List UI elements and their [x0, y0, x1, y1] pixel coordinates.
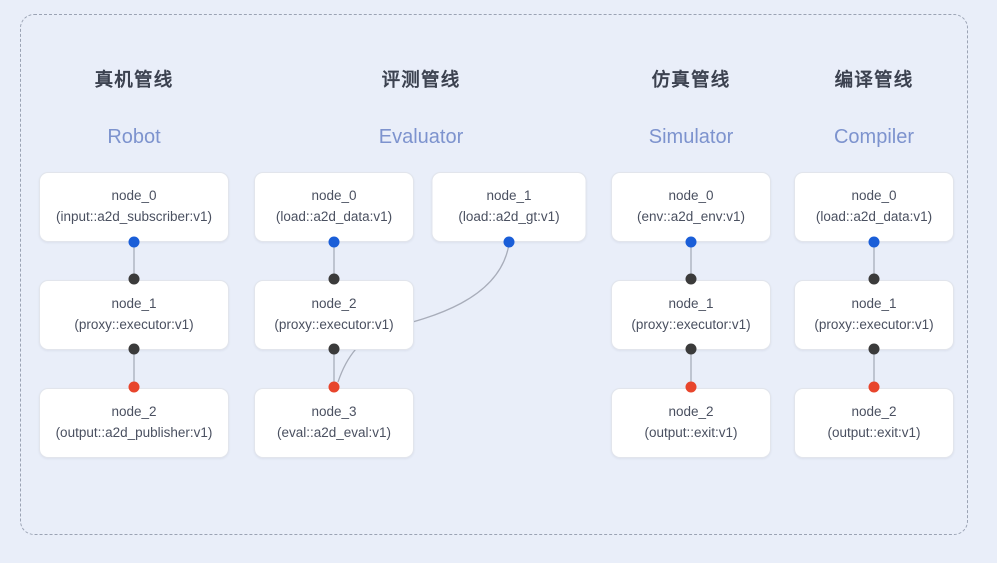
node-id-label: node_0 [668, 188, 714, 204]
node-kind-label: (output::exit:v1) [644, 425, 738, 440]
node-box-simulator-node_2[interactable]: node_2(output::exit:v1) [611, 388, 771, 458]
port-in-black-dot[interactable] [685, 273, 697, 285]
port-out-blue-dot[interactable] [328, 236, 340, 248]
node-id-label: node_0 [111, 188, 157, 204]
port-out-black-dot[interactable] [685, 343, 697, 355]
node-id-label: node_2 [111, 404, 157, 420]
node-box-evaluator-node_0[interactable]: node_0(load::a2d_data:v1) [254, 172, 414, 242]
node-box-evaluator-node_2[interactable]: node_2(proxy::executor:v1) [254, 280, 414, 350]
node-kind-label: (load::a2d_data:v1) [275, 209, 393, 224]
node-box-simulator-node_0[interactable]: node_0(env::a2d_env:v1) [611, 172, 771, 242]
column-subtitle-robot: Robot [107, 126, 161, 148]
node-box-compiler-node_1[interactable]: node_1(proxy::executor:v1) [794, 280, 954, 350]
node-id-label: node_2 [311, 296, 357, 312]
port-in-black-dot[interactable] [128, 273, 140, 285]
node-box-compiler-node_0[interactable]: node_0(load::a2d_data:v1) [794, 172, 954, 242]
column-title-compiler: 编译管线 [834, 69, 914, 90]
port-out-blue-dot[interactable] [685, 236, 697, 248]
node-kind-label: (input::a2d_subscriber:v1) [55, 209, 213, 224]
node-kind-label: (env::a2d_env:v1) [636, 209, 746, 224]
node-box-evaluator-node_3[interactable]: node_3(eval::a2d_eval:v1) [254, 388, 414, 458]
port-out-black-dot[interactable] [328, 343, 340, 355]
node-id-label: node_2 [668, 404, 714, 420]
node-kind-label: (output::exit:v1) [827, 425, 921, 440]
port-in-red-dot[interactable] [328, 381, 340, 393]
node-id-label: node_2 [851, 404, 897, 420]
column-title-simulator: 仿真管线 [651, 69, 731, 90]
port-in-red-dot[interactable] [868, 381, 880, 393]
node-kind-label: (output::a2d_publisher:v1) [55, 425, 213, 440]
node-id-label: node_1 [668, 296, 714, 312]
node-id-label: node_0 [311, 188, 357, 204]
port-out-blue-dot[interactable] [868, 236, 880, 248]
node-id-label: node_3 [311, 404, 357, 420]
node-kind-label: (load::a2d_data:v1) [815, 209, 933, 224]
port-out-black-dot[interactable] [128, 343, 140, 355]
node-box-evaluator-node_1[interactable]: node_1(load::a2d_gt:v1) [431, 172, 587, 242]
port-out-black-dot[interactable] [868, 343, 880, 355]
node-kind-label: (proxy::executor:v1) [274, 317, 394, 332]
node-box-robot-node_0[interactable]: node_0(input::a2d_subscriber:v1) [39, 172, 229, 242]
port-in-black-dot[interactable] [328, 273, 340, 285]
port-in-red-dot[interactable] [128, 381, 140, 393]
node-box-simulator-node_1[interactable]: node_1(proxy::executor:v1) [611, 280, 771, 350]
port-out-blue-dot[interactable] [128, 236, 140, 248]
column-subtitle-evaluator: Evaluator [378, 126, 464, 148]
node-kind-label: (proxy::executor:v1) [631, 317, 751, 332]
node-kind-label: (load::a2d_gt:v1) [458, 209, 560, 224]
column-subtitle-compiler: Compiler [833, 126, 915, 148]
node-box-compiler-node_2[interactable]: node_2(output::exit:v1) [794, 388, 954, 458]
port-out-blue-dot[interactable] [503, 236, 515, 248]
node-id-label: node_0 [851, 188, 897, 204]
column-subtitle-simulator: Simulator [648, 126, 734, 148]
column-title-evaluator: 评测管线 [381, 69, 461, 90]
port-in-black-dot[interactable] [868, 273, 880, 285]
node-id-label: node_1 [111, 296, 157, 312]
port-in-red-dot[interactable] [685, 381, 697, 393]
node-id-label: node_1 [851, 296, 897, 312]
node-kind-label: (proxy::executor:v1) [814, 317, 934, 332]
node-id-label: node_1 [486, 188, 532, 204]
node-box-robot-node_1[interactable]: node_1(proxy::executor:v1) [39, 280, 229, 350]
node-box-robot-node_2[interactable]: node_2(output::a2d_publisher:v1) [39, 388, 229, 458]
column-title-robot: 真机管线 [94, 69, 174, 90]
node-kind-label: (proxy::executor:v1) [74, 317, 194, 332]
node-kind-label: (eval::a2d_eval:v1) [276, 425, 392, 440]
